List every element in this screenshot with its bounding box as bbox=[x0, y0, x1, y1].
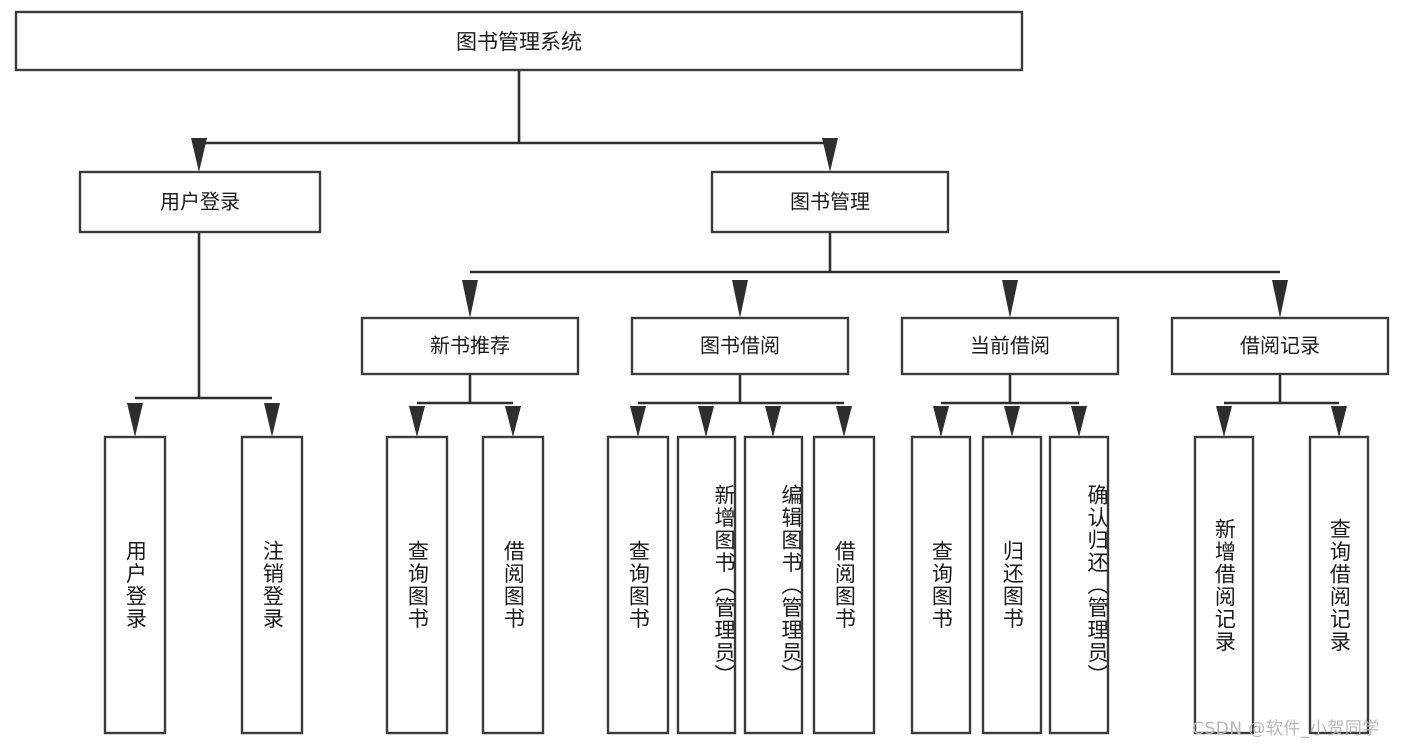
node-current-borrow-box[interactable] bbox=[900, 316, 1120, 376]
node-book-borrow[interactable]: 图书借阅 bbox=[630, 316, 850, 376]
leaf-label-add-book-admin: 新增图书（管理员） bbox=[712, 483, 736, 687]
leaf-box-add-borrow-record[interactable] bbox=[1193, 435, 1255, 735]
arrowhead-leaf-user-login bbox=[127, 403, 143, 437]
node-user-login-box[interactable] bbox=[78, 170, 322, 234]
leaf-label-borrow-book-2: 借阅图书 bbox=[832, 540, 857, 630]
connector-layer bbox=[127, 70, 1347, 437]
node-borrow-record-label: 借阅记录 bbox=[1240, 334, 1320, 358]
arrowhead-leaf-query-book-3 bbox=[933, 406, 949, 437]
leaf-box-edit-book-admin[interactable] bbox=[743, 435, 804, 735]
leaf-label-query-book-1: 查询图书 bbox=[405, 540, 430, 630]
node-root-label: 图书管理系统 bbox=[456, 30, 582, 54]
arrowhead-book-management bbox=[822, 138, 838, 172]
leaf-box-borrow-book-2[interactable] bbox=[812, 435, 876, 735]
node-book-borrow-box[interactable] bbox=[630, 316, 850, 376]
leaf-label-query-book-2: 查询图书 bbox=[626, 540, 651, 630]
node-borrow-record-box[interactable] bbox=[1170, 316, 1390, 376]
leaf-box-user-login[interactable] bbox=[103, 435, 167, 735]
node-user-login[interactable]: 用户登录 bbox=[78, 170, 322, 234]
leaf-box-logout[interactable] bbox=[240, 435, 304, 735]
arrowhead-leaf-confirm-return-admin bbox=[1071, 406, 1087, 437]
arrowhead-leaf-borrow-book-1 bbox=[505, 406, 521, 437]
leaf-box-add-book-admin[interactable] bbox=[676, 435, 737, 735]
arrowhead-leaf-query-borrow-record bbox=[1331, 406, 1347, 437]
node-current-borrow-label: 当前借阅 bbox=[970, 334, 1050, 358]
leaf-label-edit-book-admin: 编辑图书（管理员） bbox=[779, 483, 803, 687]
arrowhead-current-borrow bbox=[1002, 280, 1018, 318]
leaf-box-query-book-3[interactable] bbox=[910, 435, 972, 735]
leaf-box-layer bbox=[103, 435, 1370, 735]
arrowhead-leaf-add-book-admin bbox=[698, 406, 714, 437]
leaf-label-return-book: 归还图书 bbox=[1000, 540, 1025, 630]
csdn-watermark: CSDN @软件_小贺同学 bbox=[1192, 719, 1380, 739]
leaf-label-confirm-return-admin: 确认归还（管理员） bbox=[1085, 483, 1109, 687]
leaf-box-confirm-return-admin[interactable] bbox=[1048, 435, 1110, 735]
node-current-borrow[interactable]: 当前借阅 bbox=[900, 316, 1120, 376]
node-book-borrow-label: 图书借阅 bbox=[700, 334, 780, 358]
leaf-label-logout: 注销登录 bbox=[260, 540, 285, 630]
arrowhead-borrow-record bbox=[1272, 280, 1288, 318]
leaf-box-return-book[interactable] bbox=[981, 435, 1043, 735]
node-new-book-recommend-label: 新书推荐 bbox=[430, 334, 510, 358]
node-borrow-record[interactable]: 借阅记录 bbox=[1170, 316, 1390, 376]
node-user-login-label: 用户登录 bbox=[160, 190, 240, 214]
arrowhead-leaf-edit-book-admin bbox=[765, 406, 781, 437]
leaf-label-borrow-book-1: 借阅图书 bbox=[501, 540, 526, 630]
arrowhead-user-login bbox=[191, 138, 207, 172]
arrowhead-leaf-query-book-2 bbox=[630, 406, 646, 437]
arrowhead-leaf-logout bbox=[264, 403, 280, 437]
node-root-box[interactable] bbox=[14, 10, 1024, 72]
arrowhead-book-borrow bbox=[732, 280, 748, 318]
node-book-management[interactable]: 图书管理 bbox=[710, 170, 950, 234]
arrowhead-leaf-borrow-book-2 bbox=[836, 406, 852, 437]
node-new-book-recommend[interactable]: 新书推荐 bbox=[360, 316, 580, 376]
leaf-label-query-borrow-record: 查询借阅记录 bbox=[1327, 517, 1352, 653]
node-book-management-label: 图书管理 bbox=[790, 190, 870, 214]
leaf-box-query-book-1[interactable] bbox=[385, 435, 449, 735]
node-root[interactable]: 图书管理系统 bbox=[14, 10, 1024, 72]
leaf-box-query-borrow-record[interactable] bbox=[1308, 435, 1370, 735]
leaf-label-add-borrow-record: 新增借阅记录 bbox=[1212, 517, 1237, 653]
leaf-box-query-book-2[interactable] bbox=[606, 435, 670, 735]
leaf-box-borrow-book-1[interactable] bbox=[481, 435, 545, 735]
arrowhead-leaf-return-book bbox=[1004, 406, 1020, 437]
arrowhead-new-book-recommend bbox=[462, 280, 478, 318]
arrowhead-leaf-add-borrow-record bbox=[1216, 406, 1232, 437]
node-book-management-box[interactable] bbox=[710, 170, 950, 234]
leaf-label-user-login: 用户登录 bbox=[123, 540, 148, 630]
node-new-book-recommend-box[interactable] bbox=[360, 316, 580, 376]
arrowhead-leaf-query-book-1 bbox=[409, 406, 425, 437]
leaf-label-query-book-3: 查询图书 bbox=[929, 540, 954, 630]
